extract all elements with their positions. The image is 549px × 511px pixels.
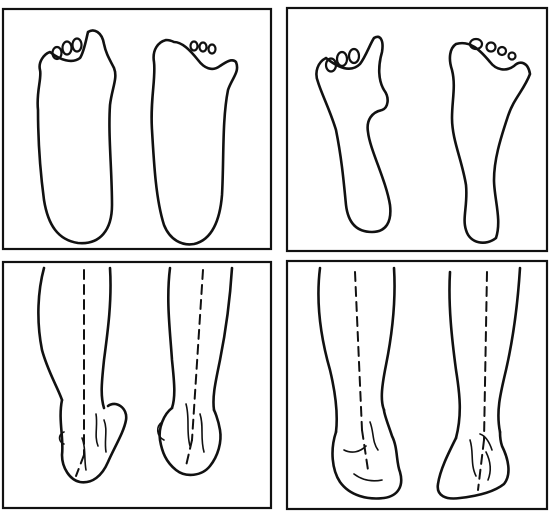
panel-clubfoot-legs bbox=[318, 268, 520, 498]
panel-frame-bottom-left bbox=[3, 262, 271, 508]
panel-frame-top-left bbox=[3, 9, 271, 249]
panel-frame-top-right bbox=[287, 8, 547, 251]
footprint-right-normal bbox=[152, 40, 238, 244]
leg-right-clubfoot bbox=[438, 268, 520, 498]
panel-normal-legs bbox=[38, 268, 232, 482]
footprint-left-clubfoot bbox=[316, 37, 390, 232]
panel-normal-footprints bbox=[38, 31, 238, 245]
leg-left-normal bbox=[38, 268, 126, 482]
panel-clubfoot-footprints bbox=[316, 37, 530, 243]
leg-left-clubfoot bbox=[318, 268, 401, 498]
footprint-left-normal bbox=[38, 31, 116, 244]
footprint-right-clubfoot bbox=[450, 39, 530, 243]
leg-right-normal bbox=[158, 268, 232, 475]
